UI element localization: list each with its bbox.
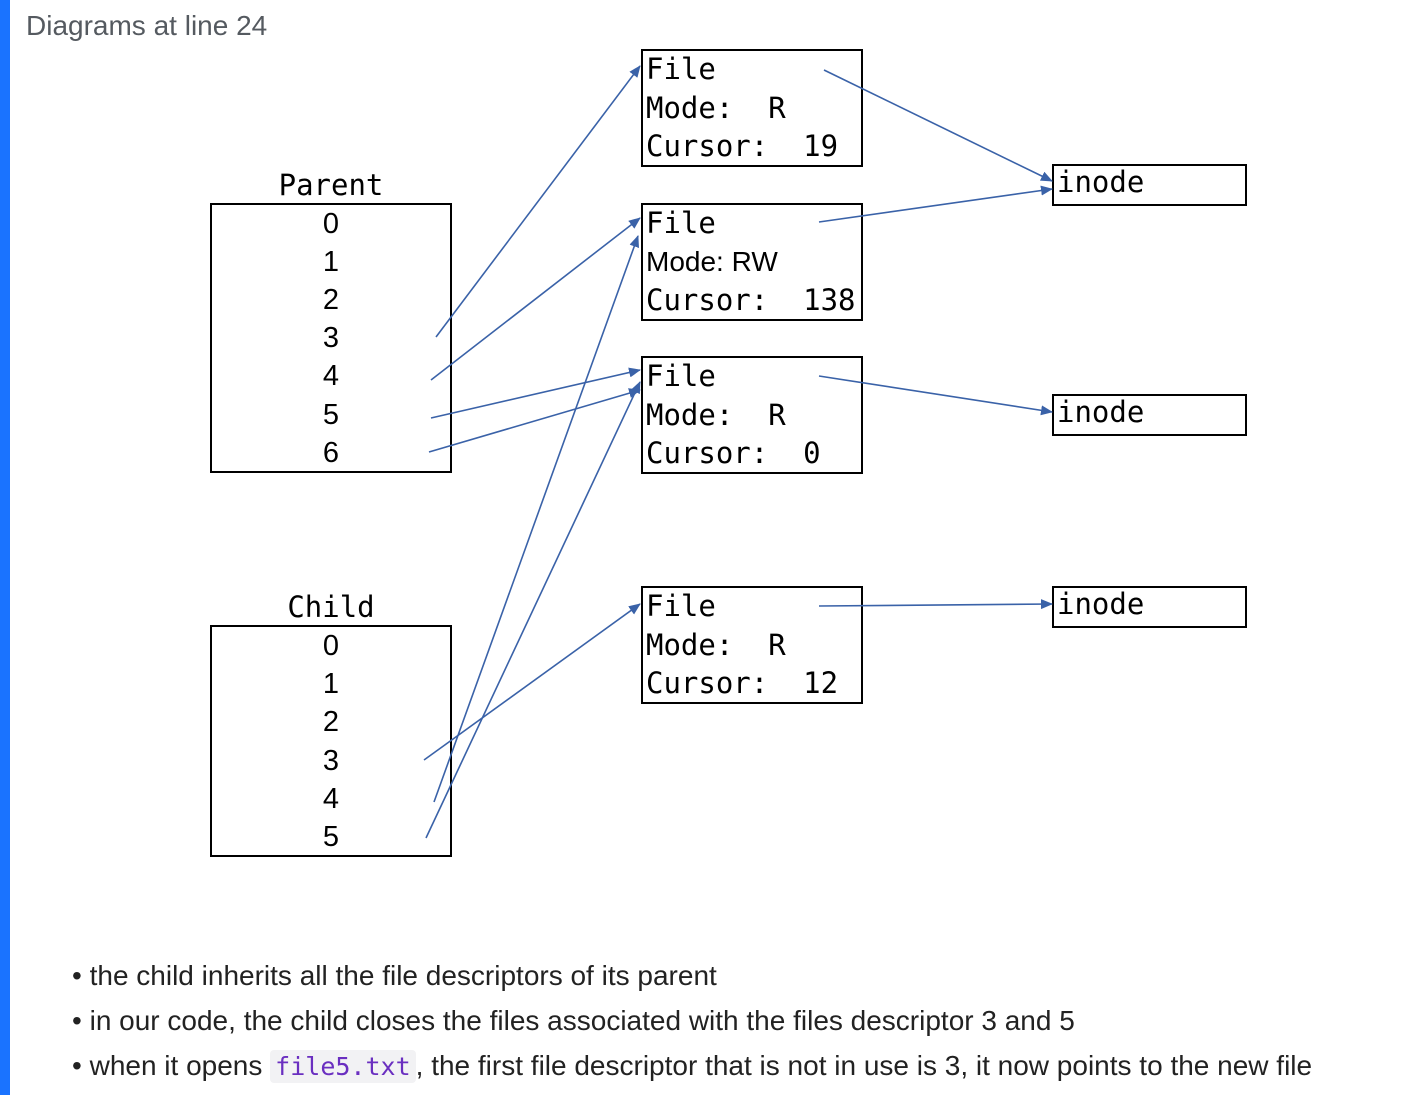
- inode-3-label: inode: [1057, 587, 1145, 621]
- child-fd-3: 3: [322, 745, 340, 777]
- file-1-mode: Mode: R: [646, 91, 786, 125]
- file-entry-1: File Mode: R Cursor: 19: [641, 49, 863, 167]
- arrow-child-5-to-file-3: [425, 381, 641, 839]
- inode-2-label: inode: [1057, 395, 1145, 429]
- list-item: • in our code, the child closes the file…: [72, 1005, 1075, 1036]
- child-fd-2: 2: [322, 706, 340, 738]
- bullet-2-text: in our code, the child closes the files …: [89, 1005, 1075, 1036]
- section-heading: Diagrams at line 24: [26, 10, 268, 41]
- child-fd-5: 5: [322, 821, 340, 853]
- parent-label: Parent: [278, 168, 384, 202]
- file-3-cursor: Cursor: 0: [646, 436, 821, 470]
- file-4-mode: Mode: R: [646, 628, 786, 662]
- file-entry-2: File Mode: RW Cursor: 138: [641, 203, 863, 321]
- inline-code-filename: file5.txt: [270, 1050, 416, 1083]
- file-1-title: File: [646, 52, 716, 86]
- child-fd-1: 1: [322, 668, 340, 700]
- parent-fd-table: 0 1 2 3 4 5 6: [210, 203, 452, 473]
- list-item: • when it opens file5.txt, the first fil…: [72, 1050, 1313, 1083]
- file-4-cursor: Cursor: 12: [646, 666, 839, 700]
- file-entry-3: File Mode: R Cursor: 0: [641, 356, 863, 474]
- inode-3: inode: [1052, 586, 1247, 628]
- child-label: Child: [287, 590, 375, 624]
- parent-fd-1: 1: [322, 246, 340, 278]
- parent-fd-5: 5: [322, 399, 340, 431]
- arrow-file-3-to-inode-2: [818, 375, 1053, 416]
- parent-fd-0: 0: [322, 208, 340, 240]
- parent-fd-6: 6: [322, 437, 340, 469]
- parent-fd-3: 3: [322, 322, 340, 354]
- arrow-file-1-to-inode-1: [823, 69, 1053, 182]
- bullet-3-post: , the first file descriptor that is not …: [415, 1050, 1313, 1081]
- parent-fd-2: 2: [322, 284, 340, 316]
- file-3-mode: Mode: R: [646, 398, 786, 432]
- arrow-parent-3-to-file-1: [435, 65, 641, 338]
- parent-fd-4: 4: [322, 360, 340, 392]
- arrow-parent-5-to-file-3: [430, 367, 641, 419]
- child-fd-4: 4: [322, 783, 340, 815]
- file-1-cursor: Cursor: 19: [646, 129, 839, 163]
- file-2-mode: Mode: RW: [646, 246, 778, 277]
- arrow-parent-4-to-file-2: [430, 217, 641, 381]
- file-2-cursor: Cursor: 138: [646, 283, 856, 317]
- file-3-title: File: [646, 359, 716, 393]
- accent-bar: [0, 0, 10, 1095]
- list-item: • the child inherits all the file descri…: [72, 960, 717, 991]
- bullet-1-text: the child inherits all the file descript…: [89, 960, 717, 991]
- file-2-title: File: [646, 206, 716, 240]
- arrow-child-3-to-file-4: [423, 603, 641, 761]
- inode-1-label: inode: [1057, 165, 1145, 199]
- child-fd-0: 0: [322, 630, 340, 662]
- arrow-file-4-to-inode-3: [818, 599, 1053, 610]
- arrow-parent-6-to-file-3: [428, 388, 641, 453]
- arrow-file-2-to-inode-1: [818, 185, 1053, 223]
- bullet-3-pre: when it opens: [89, 1050, 271, 1081]
- inode-2: inode: [1052, 394, 1247, 436]
- arrow-child-4-to-file-2: [433, 235, 639, 803]
- inode-1: inode: [1052, 164, 1247, 206]
- file-4-title: File: [646, 589, 716, 623]
